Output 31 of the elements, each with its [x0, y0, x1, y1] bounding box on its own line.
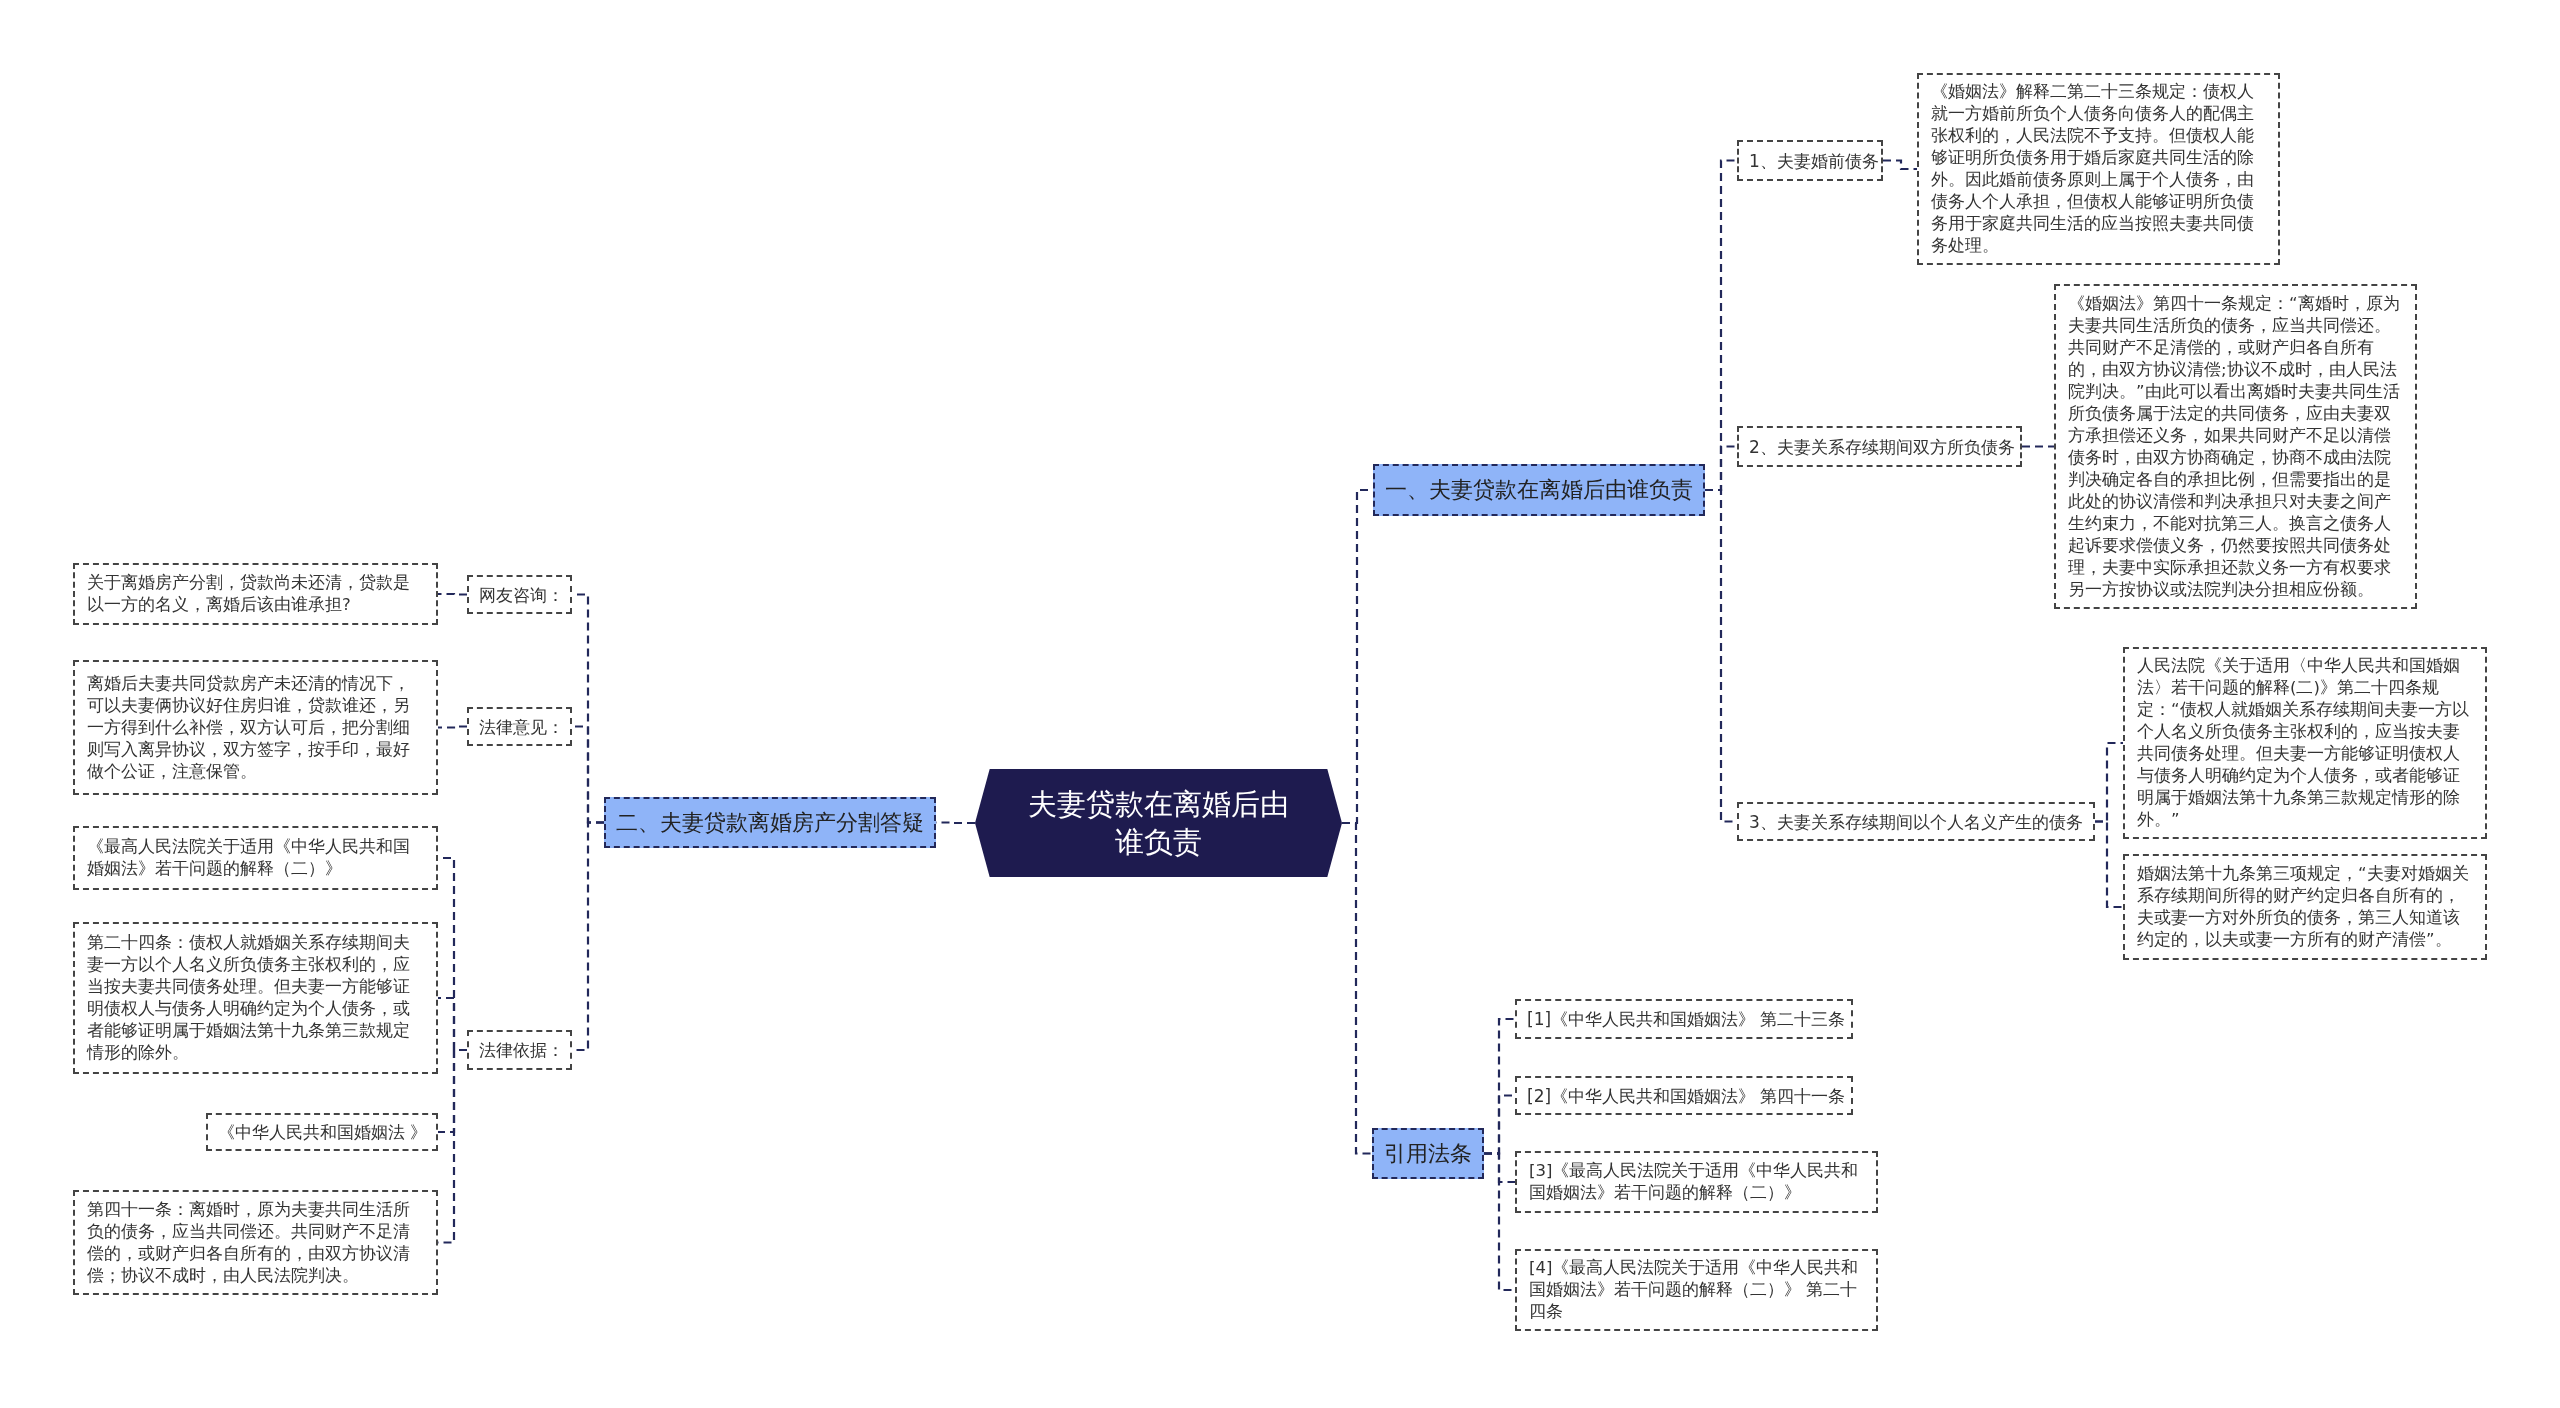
connector-line [438, 592, 467, 596]
branch-topic-box: 引用法条 [1372, 1128, 1484, 1179]
branch-topic-box: 二、夫妻贷款离婚房产分割答疑 [604, 797, 936, 848]
note-box: 《婚姻法》解释二第二十三条规定：债权人就一方婚前所负个人债务向债务人的配偶主张权利的，人民法院不予支持。但债权人能够证明所负债务用于婚后家庭共同生活的除外。因此婚前债务原则上属于个人债务，由债务人个人承担，但债权人能够证明所负债务用于家庭共同生活的应当按照夫妻共同债务处理。 [1917, 73, 2280, 265]
subtopic-box: 《中华人民共和国婚姻法 》 [206, 1113, 438, 1151]
connector-line [2095, 820, 2123, 909]
note-box: 第四十一条：离婚时，原为夫妻共同生活所负的债务，应当共同偿还。共同财产不足清偿的，或财产归各自所有的，由双方协议清偿；协议不成时，由人民法院判决。 [73, 1190, 438, 1295]
subtopic-box: 网友咨询： [467, 575, 572, 614]
note-box: 离婚后夫妻共同贷款房产未还清的情况下，可以夫妻俩协议好住房归谁，贷款谁还，另一方得到什么补偿，双方认可后，把分割细则写入离异协议，双方签字，按手印，最好做个公证，注意保管。 [73, 660, 438, 795]
note-box: [3]《最高人民法院关于适用《中华人民共和国婚姻法》若干问题的解释（二）》 [1515, 1151, 1878, 1213]
connector-line [438, 725, 467, 729]
note-box: 婚姻法第十九条第三项规定，“夫妻对婚姻关系存续期间所得的财产约定归各自所有的，夫或妻一方对外所负的债务，第三人知道该约定的，以夫或妻一方所有的财产清偿”。 [2123, 854, 2487, 960]
subtopic-box: 法律依据： [467, 1030, 572, 1070]
connector-line [1484, 1152, 1515, 1292]
note-box: 关于离婚房产分割，贷款尚未还清，贷款是以一方的名义，离婚后该由谁承担? [73, 563, 438, 625]
branch-topic-box: 一、夫妻贷款在离婚后由谁负责 [1373, 464, 1705, 516]
note-box: 人民法院《关于适用〈中华人民共和国婚姻法〉若干问题的解释(二)》第二十四条规定：“债权人就婚姻关系存续期间夫妻一方以个人名义所负债务主张权利的，应当按夫妻共同债务处理。但夫妻一方能够证明债权人与债务人明确约定为个人债务，或者能够证明属于婚姻法第十九条第三款规定情形的除外。” [2123, 647, 2487, 839]
subtopic-box: 法律意见： [467, 707, 572, 746]
note-box: 《婚姻法》第四十一条规定：“离婚时，原为夫妻共同生活所负的债务，应当共同偿还。共同财产不足清偿的，或财产归各自所有的，由双方协议清偿;协议不成时，由人民法院判决。”由此可以看出离婚时夫妻共同生活所负债务属于法定的共同债务，应由夫妻双方承担偿还义务，如果共同财产不足以清偿债务时，由双方协商确定，协商不成由法院判决确定各自的承担比例，但需要指出的是此处的协议清偿和判决承担只对夫妻之间产生约束力，不能对抗第三人。换言之债务人起诉要求偿债义务，仍然要按照共同债务处理，夫妻中实际承担还款义务一方有权要求另一方按协议或法院判决分担相应份额。 [2054, 284, 2417, 609]
connector-line [2022, 445, 2054, 448]
subtopic-box: 3、夫妻关系存续期间以个人名义产生的债务 [1737, 802, 2095, 841]
subtopic-box: 2、夫妻关系存续期间双方所负债务 [1737, 426, 2022, 467]
subtopic-box: [2]《中华人民共和国婚姻法》 第四十一条 [1515, 1076, 1853, 1115]
subtopic-box: 1、夫妻婚前债务 [1737, 140, 1883, 181]
note-box: 第二十四条：债权人就婚姻关系存续期间夫妻一方以个人名义所负债务主张权利的，应当按夫妻共同债务处理。但夫妻一方能够证明债权人与债务人明确约定为个人债务，或者能够证明属于婚姻法第十九条第三款规定情形的除外。 [73, 922, 438, 1074]
note-box: 《最高人民法院关于适用《中华人民共和国婚姻法》若干问题的解释（二）》 [73, 826, 438, 890]
note-box: [4]《最高人民法院关于适用《中华人民共和国婚姻法》若干问题的解释（二）》 第二十四条 [1515, 1249, 1878, 1331]
central-topic-box: 夫妻贷款在离婚后由谁负责 [975, 769, 1342, 877]
connector-line [1883, 159, 1917, 171]
connector-line [1342, 821, 1372, 1155]
subtopic-box: [1]《中华人民共和国婚姻法》 第二十三条 [1515, 999, 1853, 1039]
